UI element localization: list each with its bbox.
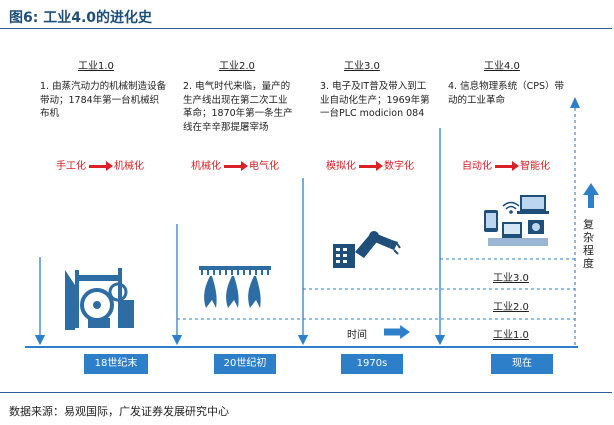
power-loom-icon bbox=[65, 268, 134, 330]
era-label-4: 工业4.0 bbox=[484, 61, 520, 72]
transition-from-2: 机械化 bbox=[191, 161, 221, 172]
era-desc-2: 2. 电气时代来临，量产的生产线出现在第二次工业革命；1870年第一条生产线在辛… bbox=[183, 81, 293, 133]
transition-from-4: 自动化 bbox=[462, 161, 492, 172]
era-label-3: 工业3.0 bbox=[344, 61, 380, 72]
red-arrow-icon bbox=[495, 161, 519, 171]
era-transition-4: 自动化 智能化 bbox=[462, 157, 550, 172]
era-transition-2: 机械化 电气化 bbox=[191, 157, 279, 172]
source-note: 数据来源：易观国际，广发证券发展研究中心 bbox=[9, 405, 229, 418]
complexity-label: 复杂程度 bbox=[583, 218, 594, 270]
level-label-3: 工业3.0 bbox=[493, 273, 529, 284]
era-period-4: 现在 bbox=[491, 354, 553, 374]
era-period-3: 1970s bbox=[341, 354, 403, 374]
era-label-1: 工业1.0 bbox=[78, 61, 114, 72]
transition-from-1: 手工化 bbox=[56, 161, 86, 172]
era-transition-1: 手工化 机械化 bbox=[56, 157, 144, 172]
robot-arm-icon bbox=[333, 231, 401, 268]
level-label-2: 工业2.0 bbox=[493, 302, 529, 313]
red-arrow-icon bbox=[224, 161, 248, 171]
title-rule bbox=[0, 28, 612, 29]
transition-to-1: 机械化 bbox=[114, 161, 144, 172]
red-arrow-icon bbox=[359, 161, 383, 171]
era-transition-3: 模拟化 数字化 bbox=[326, 157, 414, 172]
time-label: 时间 bbox=[347, 330, 367, 341]
level-label-1: 工业1.0 bbox=[493, 330, 529, 341]
era-desc-3: 3. 电子及IT普及带入到工业自动化生产；1969年第一台PLC modicio… bbox=[320, 81, 430, 119]
red-arrow-icon bbox=[89, 161, 113, 171]
transition-to-4: 智能化 bbox=[520, 161, 550, 172]
transition-to-2: 电气化 bbox=[249, 161, 279, 172]
transition-from-3: 模拟化 bbox=[326, 161, 356, 172]
era-desc-1: 1. 由蒸汽动力的机械制造设备带动；1784年第一台机械织布机 bbox=[40, 81, 167, 119]
assembly-line-icon bbox=[199, 266, 271, 308]
smart-devices-icon bbox=[484, 195, 549, 246]
figure-title: 图6: 工业4.0的进化史 bbox=[9, 10, 153, 26]
era-label-2: 工业2.0 bbox=[219, 61, 255, 72]
complexity-up-arrow-icon bbox=[583, 183, 599, 208]
complexity-axis-tip bbox=[570, 97, 580, 108]
era-period-1: 18世纪末 bbox=[84, 354, 148, 374]
era-period-2: 20世纪初 bbox=[214, 354, 276, 374]
era-desc-4: 4. 信息物理系统（CPS）带动的工业革命 bbox=[448, 81, 564, 106]
transition-to-3: 数字化 bbox=[384, 161, 414, 172]
source-rule bbox=[0, 392, 612, 393]
time-arrow-icon bbox=[384, 325, 410, 339]
